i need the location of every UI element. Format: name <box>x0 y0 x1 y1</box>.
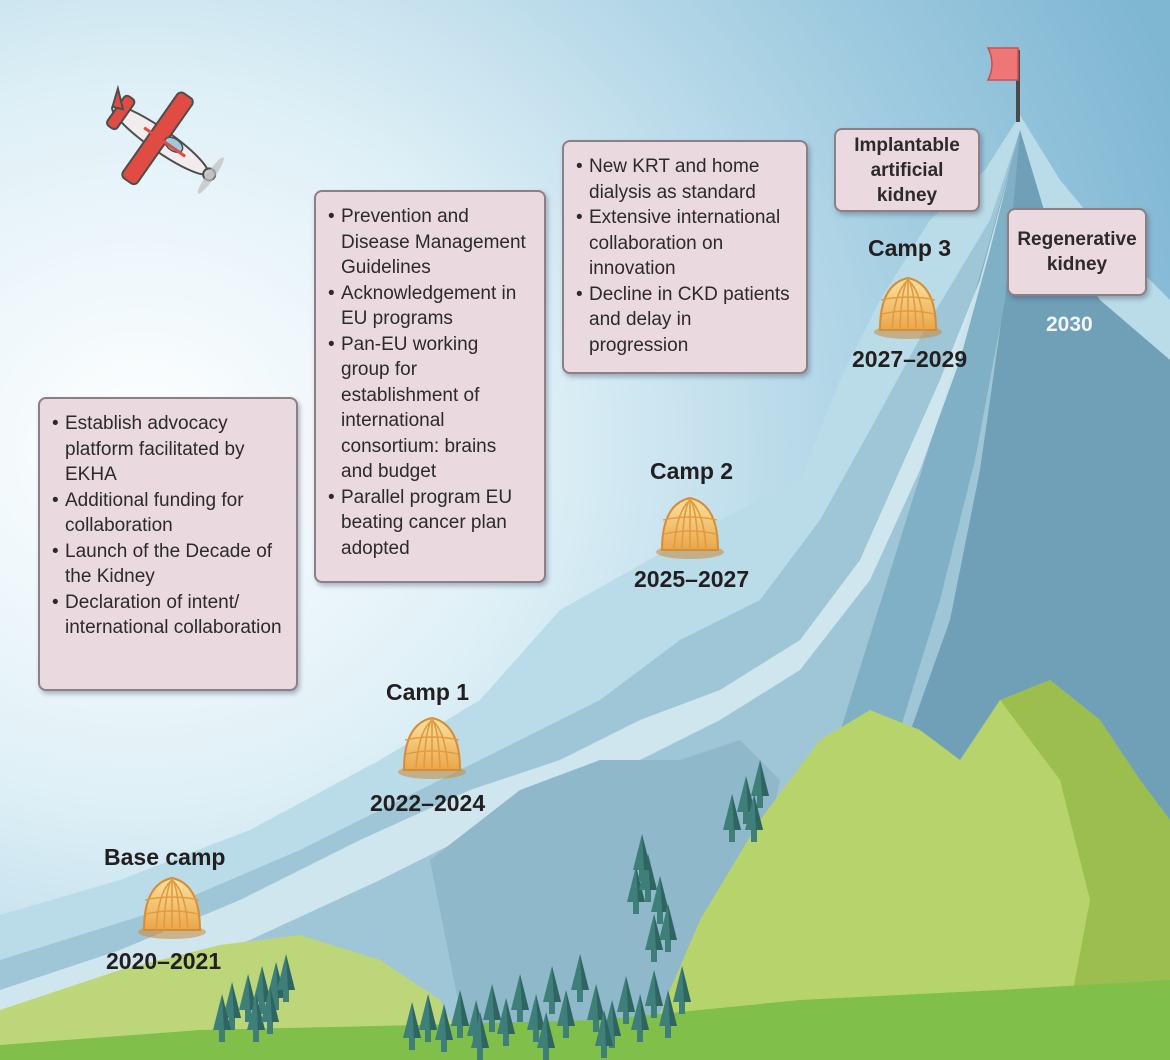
milestone-item: Declaration of intent/ international col… <box>52 590 284 641</box>
milestone-item: Additional funding for collaboration <box>52 488 284 539</box>
camp-name-1: Camp 1 <box>386 679 470 705</box>
milestone-item: Acknowledgement in EU programs <box>328 281 532 332</box>
milestone-item: Launch of the Decade of the Kidney <box>52 539 284 590</box>
milestone-item: Pan-EU working group for establishment o… <box>328 332 532 485</box>
milestone-item: Parallel program EU beating cancer plan … <box>328 485 532 562</box>
camp-years-2: 2025–2027 <box>634 566 750 592</box>
goal-box-implantable-kidney: Implantable artificial kidney <box>834 128 980 212</box>
airplane-icon <box>106 84 224 194</box>
green-hill-right-shade <box>1000 680 1170 1060</box>
milestone-box-base-camp: Establish advocacy platform facilitated … <box>38 397 298 691</box>
camp-name-2: Camp 2 <box>650 458 734 484</box>
camp-years-3: 2027–2029 <box>852 346 968 372</box>
green-foreground <box>0 980 1170 1060</box>
milestone-box-camp-2: New KRT and home dialysis as standard Ex… <box>562 140 808 374</box>
camp-years-1: 2022–2024 <box>370 790 486 816</box>
camp-name-base: Base camp <box>104 844 226 870</box>
goal-box-regenerative-kidney: Regenerative kidney <box>1007 208 1147 296</box>
milestone-item: Extensive international collaboration on… <box>576 205 794 282</box>
green-hill-right <box>640 680 1170 1060</box>
milestone-box-camp-1: Prevention and Disease Management Guidel… <box>314 190 546 583</box>
milestone-item: Decline in CKD patients and delay in pro… <box>576 282 794 359</box>
camp-years-base: 2020–2021 <box>106 948 222 974</box>
milestone-item: New KRT and home dialysis as standard <box>576 154 794 205</box>
flag-icon <box>986 47 1020 122</box>
summit-year: 2030 <box>1046 313 1093 336</box>
camp-name-3: Camp 3 <box>868 235 952 261</box>
milestone-item: Establish advocacy platform facilitated … <box>52 411 284 488</box>
milestone-item: Prevention and Disease Management Guidel… <box>328 204 532 281</box>
